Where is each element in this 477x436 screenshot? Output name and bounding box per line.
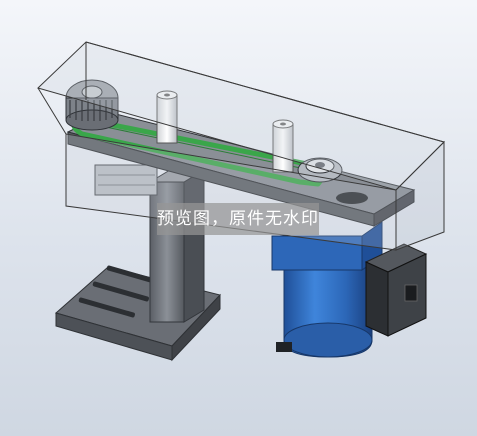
gearbox-block — [364, 243, 428, 337]
motor — [271, 221, 383, 358]
watermark-label: 预览图，原件无水印 — [157, 203, 319, 235]
support-column — [148, 169, 206, 323]
bearing-housing — [94, 164, 158, 196]
driven-pulley — [297, 157, 343, 183]
standoff-right — [272, 119, 294, 173]
standoff-left — [156, 90, 178, 144]
